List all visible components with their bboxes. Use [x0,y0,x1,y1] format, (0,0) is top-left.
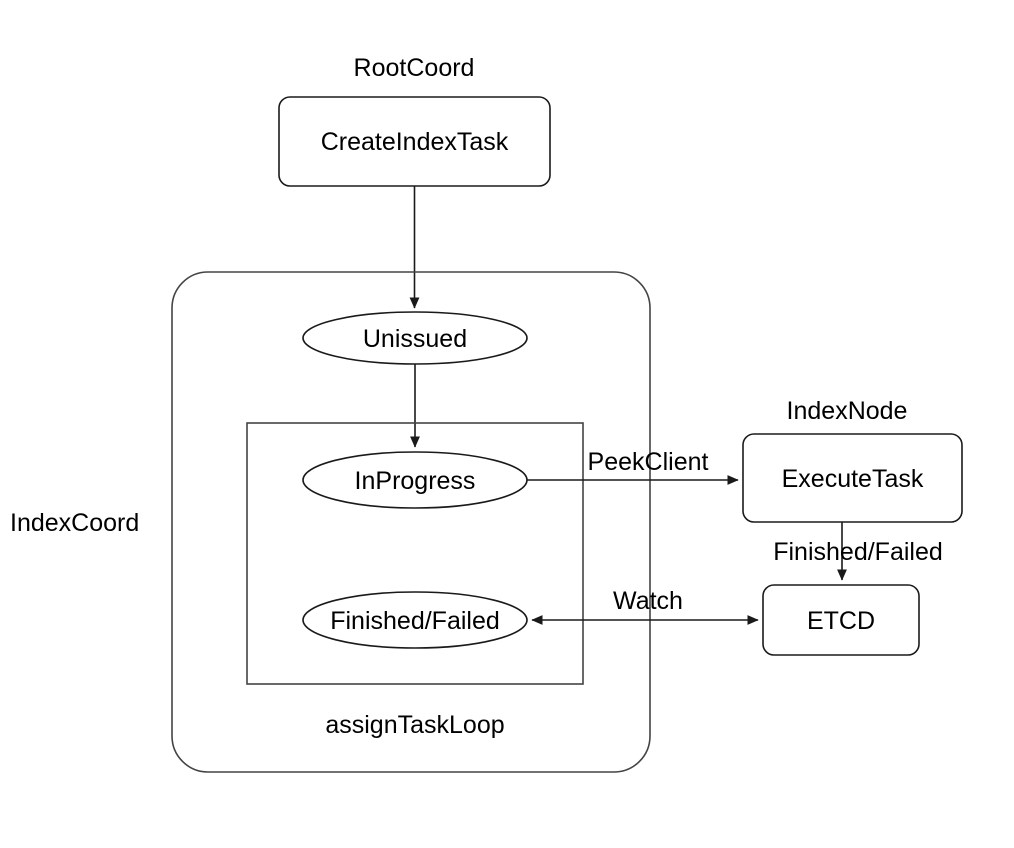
group-label-rootcoord: RootCoord [354,54,475,82]
node-label-create-index-task: CreateIndexTask [321,128,509,156]
node-label-etcd: ETCD [807,607,875,635]
group-container-assigntaskloop [246,422,584,685]
edge-label-peekclient: PeekClient [588,448,709,476]
node-finished-failed[interactable] [302,591,528,649]
node-label-finished-failed: Finished/Failed [330,607,500,635]
node-label-unissued: Unissued [363,325,467,353]
node-etcd[interactable] [762,584,920,656]
edge-label-finished-failed: Finished/Failed [773,538,943,566]
node-label-execute-task: ExecuteTask [782,465,924,493]
node-execute-task[interactable] [742,433,963,523]
group-label-indexcoord: IndexCoord [10,509,139,537]
group-container-indexcoord [171,271,651,773]
edge-label-watch: Watch [613,587,683,615]
group-label-indexnode: IndexNode [787,397,908,425]
group-label-assigntaskloop: assignTaskLoop [325,711,504,739]
node-label-inprogress: InProgress [355,467,476,495]
